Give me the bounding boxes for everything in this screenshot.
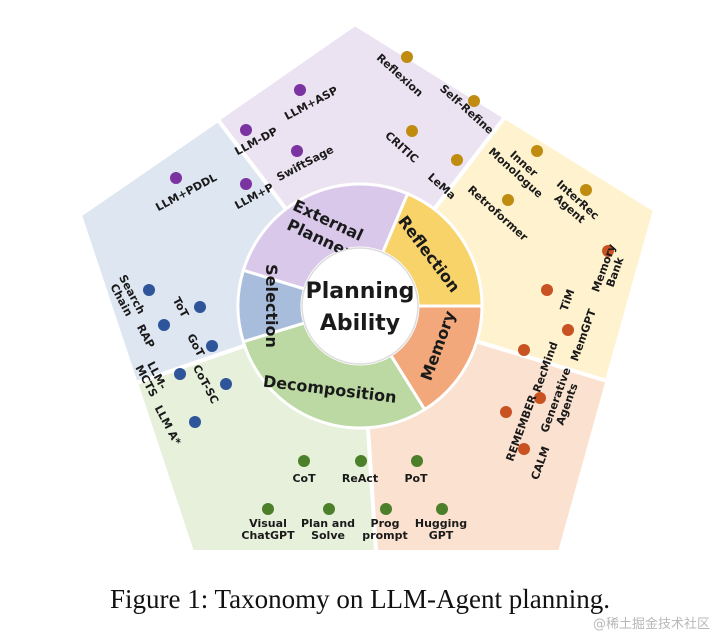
- method-dot: [531, 145, 543, 157]
- method-dot: [206, 340, 218, 352]
- method-dot: [158, 319, 170, 331]
- method-dot: [220, 378, 232, 390]
- watermark: @稀土掘金技术社区: [592, 617, 710, 632]
- method-label: ReAct: [342, 472, 378, 485]
- method-dot: [262, 503, 274, 515]
- method-dot: [406, 125, 418, 137]
- method-dot: [291, 145, 303, 157]
- method-dot: [240, 124, 252, 136]
- method-dot: [323, 503, 335, 515]
- method-dot: [451, 154, 463, 166]
- method-dot: [500, 406, 512, 418]
- category-label-selection: Selection: [262, 264, 281, 348]
- method-dot: [468, 95, 480, 107]
- method-dot: [580, 184, 592, 196]
- method-dot: [411, 455, 423, 467]
- method-dot: [298, 455, 310, 467]
- method-dot: [541, 284, 553, 296]
- method-dot: [401, 51, 413, 63]
- center-disc: [301, 247, 419, 365]
- method-dot: [602, 245, 614, 257]
- method-label: PoT: [404, 472, 428, 485]
- method-dot: [518, 344, 530, 356]
- method-dot: [355, 455, 367, 467]
- method-dot: [143, 284, 155, 296]
- method-dot: [534, 392, 546, 404]
- figure-caption: Figure 1: Taxonomy on LLM-Agent planning…: [109, 584, 611, 614]
- method-dot: [194, 301, 206, 313]
- method-dot: [240, 178, 252, 190]
- method-dot: [189, 416, 201, 428]
- method-dot: [562, 324, 574, 336]
- method-dot: [170, 172, 182, 184]
- method-dot: [174, 368, 186, 380]
- method-dot: [294, 84, 306, 96]
- method-dot: [380, 503, 392, 515]
- method-dot: [502, 194, 514, 206]
- method-dot: [436, 503, 448, 515]
- method-dot: [518, 443, 530, 455]
- method-label: CoT: [292, 472, 316, 485]
